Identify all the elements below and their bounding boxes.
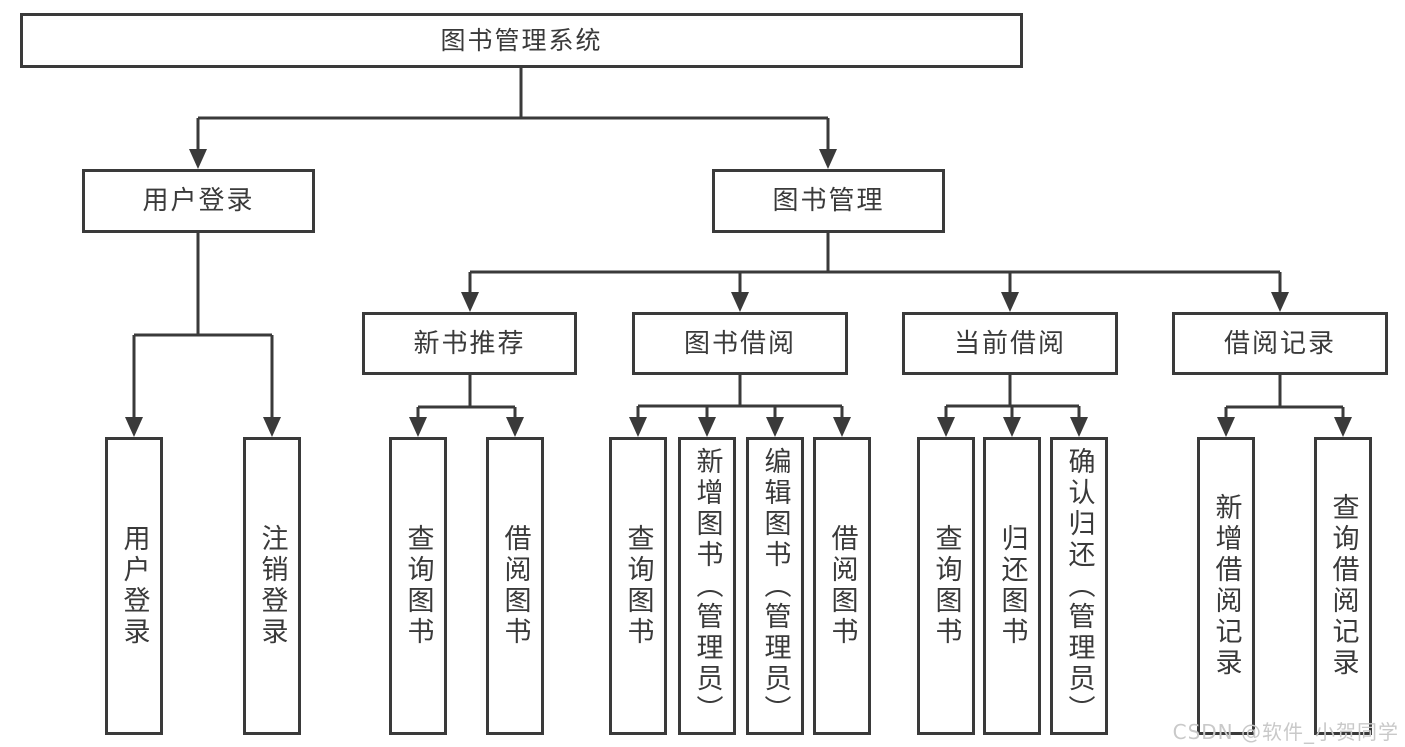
leaf-return-book: 归还图书 [983,437,1041,735]
node-book-management: 图书管理 [712,169,945,233]
leaf-add-book-admin: 新增图书（管理员） [678,437,736,735]
leaf-label: 借阅图书 [499,524,531,648]
leaf-label: 新增借阅记录 [1210,493,1242,679]
leaf-query-books-recommend: 查询图书 [389,437,447,735]
node-label: 借阅记录 [1223,328,1336,359]
leaf-add-borrow-record: 新增借阅记录 [1197,437,1255,735]
node-label: 图书管理 [772,186,885,216]
leaf-label: 确认归还（管理员） [1063,446,1095,726]
leaf-label: 查询图书 [622,524,654,648]
node-label: 图书借阅 [683,328,796,359]
watermark-text: CSDN @软件_小贺同学 [1172,720,1399,744]
node-current-borrowing: 当前借阅 [902,312,1118,375]
node-user-login: 用户登录 [82,169,315,233]
leaf-logout: 注销登录 [243,437,301,735]
node-label: 用户登录 [142,186,255,216]
node-book-borrowing: 图书借阅 [632,312,848,375]
leaf-edit-book-admin: 编辑图书（管理员） [746,437,804,735]
leaf-query-borrow-record: 查询借阅记录 [1314,437,1372,735]
leaf-label: 归还图书 [996,524,1028,648]
leaf-confirm-return-admin: 确认归还（管理员） [1050,437,1108,735]
leaf-label: 查询图书 [402,524,434,648]
leaf-label: 用户登录 [118,524,150,648]
leaf-borrow-books-recommend: 借阅图书 [486,437,544,735]
node-new-book-recommend: 新书推荐 [362,312,577,375]
node-label: 当前借阅 [953,328,1066,359]
leaf-query-books-borrowing: 查询图书 [609,437,667,735]
leaf-query-books-current: 查询图书 [917,437,975,735]
node-borrowing-records: 借阅记录 [1172,312,1388,375]
leaf-label: 查询借阅记录 [1327,493,1359,679]
leaf-borrow-books-borrowing: 借阅图书 [813,437,871,735]
leaf-user-login: 用户登录 [105,437,163,735]
leaf-label: 注销登录 [256,524,288,648]
leaf-label: 新增图书（管理员） [691,446,723,726]
leaf-label: 借阅图书 [826,524,858,648]
node-label: 新书推荐 [413,328,526,359]
node-library-management-system: 图书管理系统 [20,13,1023,68]
leaf-label: 查询图书 [930,524,962,648]
leaf-label: 编辑图书（管理员） [759,446,791,726]
node-label: 图书管理系统 [440,26,603,55]
